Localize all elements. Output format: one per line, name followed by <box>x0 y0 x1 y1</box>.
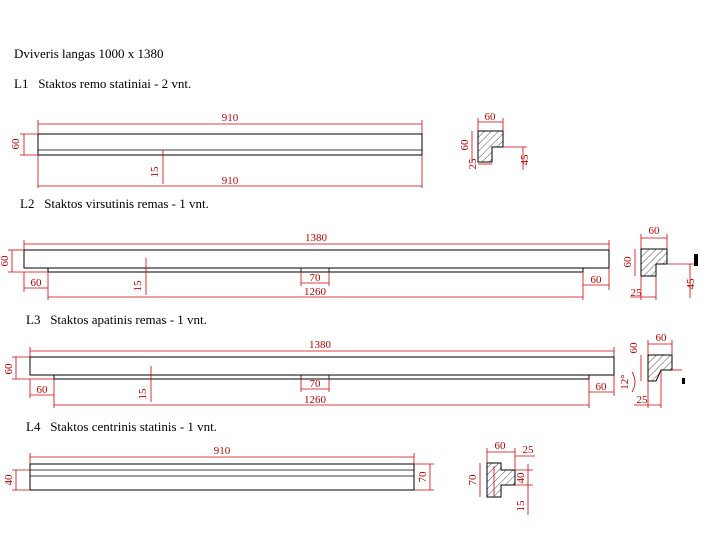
section-heading-l3: L3 Staktos apatinis remas - 1 vnt. <box>26 312 207 327</box>
section-l4: L4 Staktos centrinis statinis - 1 vnt. 9… <box>3 419 535 515</box>
l4-profile-height: 70 <box>467 474 479 486</box>
l2-bar <box>23 249 610 269</box>
section-heading-l4: L4 Staktos centrinis statinis - 1 vnt. <box>26 419 217 434</box>
l4-top-length: 910 <box>214 445 231 457</box>
l4-profile-inner: 40 <box>515 472 527 484</box>
l2-height: 60 <box>0 255 11 267</box>
l3-profile-angle: 12° <box>619 374 631 389</box>
l3-groove: 15 <box>137 388 149 400</box>
l3-right-offset: 60 <box>596 381 608 393</box>
l2-profile-width: 60 <box>649 225 661 237</box>
section-heading-l2: L2 Staktos virsutinis remas - 1 vnt. <box>20 196 209 211</box>
l3-profile-offset: 25 <box>637 394 649 406</box>
l3-profile: 60 60 12° 25 <box>619 332 685 408</box>
l1-height: 60 <box>10 138 22 150</box>
l2-profile-offset: 25 <box>631 287 643 299</box>
l2-groove: 15 <box>132 280 144 292</box>
l1-bar <box>37 133 423 156</box>
l3-bar <box>29 356 615 376</box>
l2-profile-height: 60 <box>622 256 634 268</box>
section-l2: L2 Staktos virsutinis remas - 1 vnt. 138… <box>0 196 698 300</box>
section-l3: L3 Staktos apatinis remas - 1 vnt. 1380 … <box>3 312 685 408</box>
l4-left-height: 40 <box>3 474 15 486</box>
l2-right-offset: 60 <box>591 274 603 286</box>
l2-lower-bar <box>47 267 584 273</box>
l4-profile-notch: 25 <box>523 444 535 456</box>
l2-top-length: 1380 <box>305 232 328 244</box>
l1-profile-height: 60 <box>459 139 471 151</box>
l2-profile: 60 60 25 45 <box>622 225 698 300</box>
l3-height: 60 <box>3 363 15 375</box>
l1-bottom-length: 910 <box>222 175 239 187</box>
l3-profile-width: 60 <box>656 332 668 344</box>
l1-top-length: 910 <box>222 112 239 124</box>
section-l1: L1 Staktos remo statiniai - 2 vnt. 910 6… <box>10 76 531 188</box>
l3-profile-height: 60 <box>628 342 640 354</box>
l3-lower-bar <box>53 374 590 380</box>
l3-left-offset: 60 <box>37 384 49 396</box>
l1-profile-offset: 25 <box>467 158 479 170</box>
l3-bottom-length: 1260 <box>304 394 327 406</box>
page-title: Dviveris langas 1000 x 1380 <box>14 46 163 61</box>
l2-left-offset: 60 <box>31 277 43 289</box>
l4-bar <box>29 463 415 491</box>
l4-profile-bottom: 15 <box>515 500 527 512</box>
l2-gap: 70 <box>310 272 322 284</box>
l1-groove: 15 <box>149 166 161 178</box>
l4-profile-width: 60 <box>495 440 507 452</box>
l4-profile: 60 25 70 40 15 <box>467 440 535 515</box>
l2-bottom-length: 1260 <box>304 286 327 298</box>
l4-right-height: 70 <box>417 471 429 483</box>
l2-profile-inner: 45 <box>685 278 697 290</box>
l1-profile: 60 60 25 45 <box>459 111 531 170</box>
l1-profile-width: 60 <box>485 111 497 123</box>
l3-top-length: 1380 <box>309 339 332 351</box>
l3-gap: 70 <box>310 378 322 390</box>
section-heading-l1: L1 Staktos remo statiniai - 2 vnt. <box>14 76 191 91</box>
l1-profile-inner: 45 <box>519 154 531 166</box>
